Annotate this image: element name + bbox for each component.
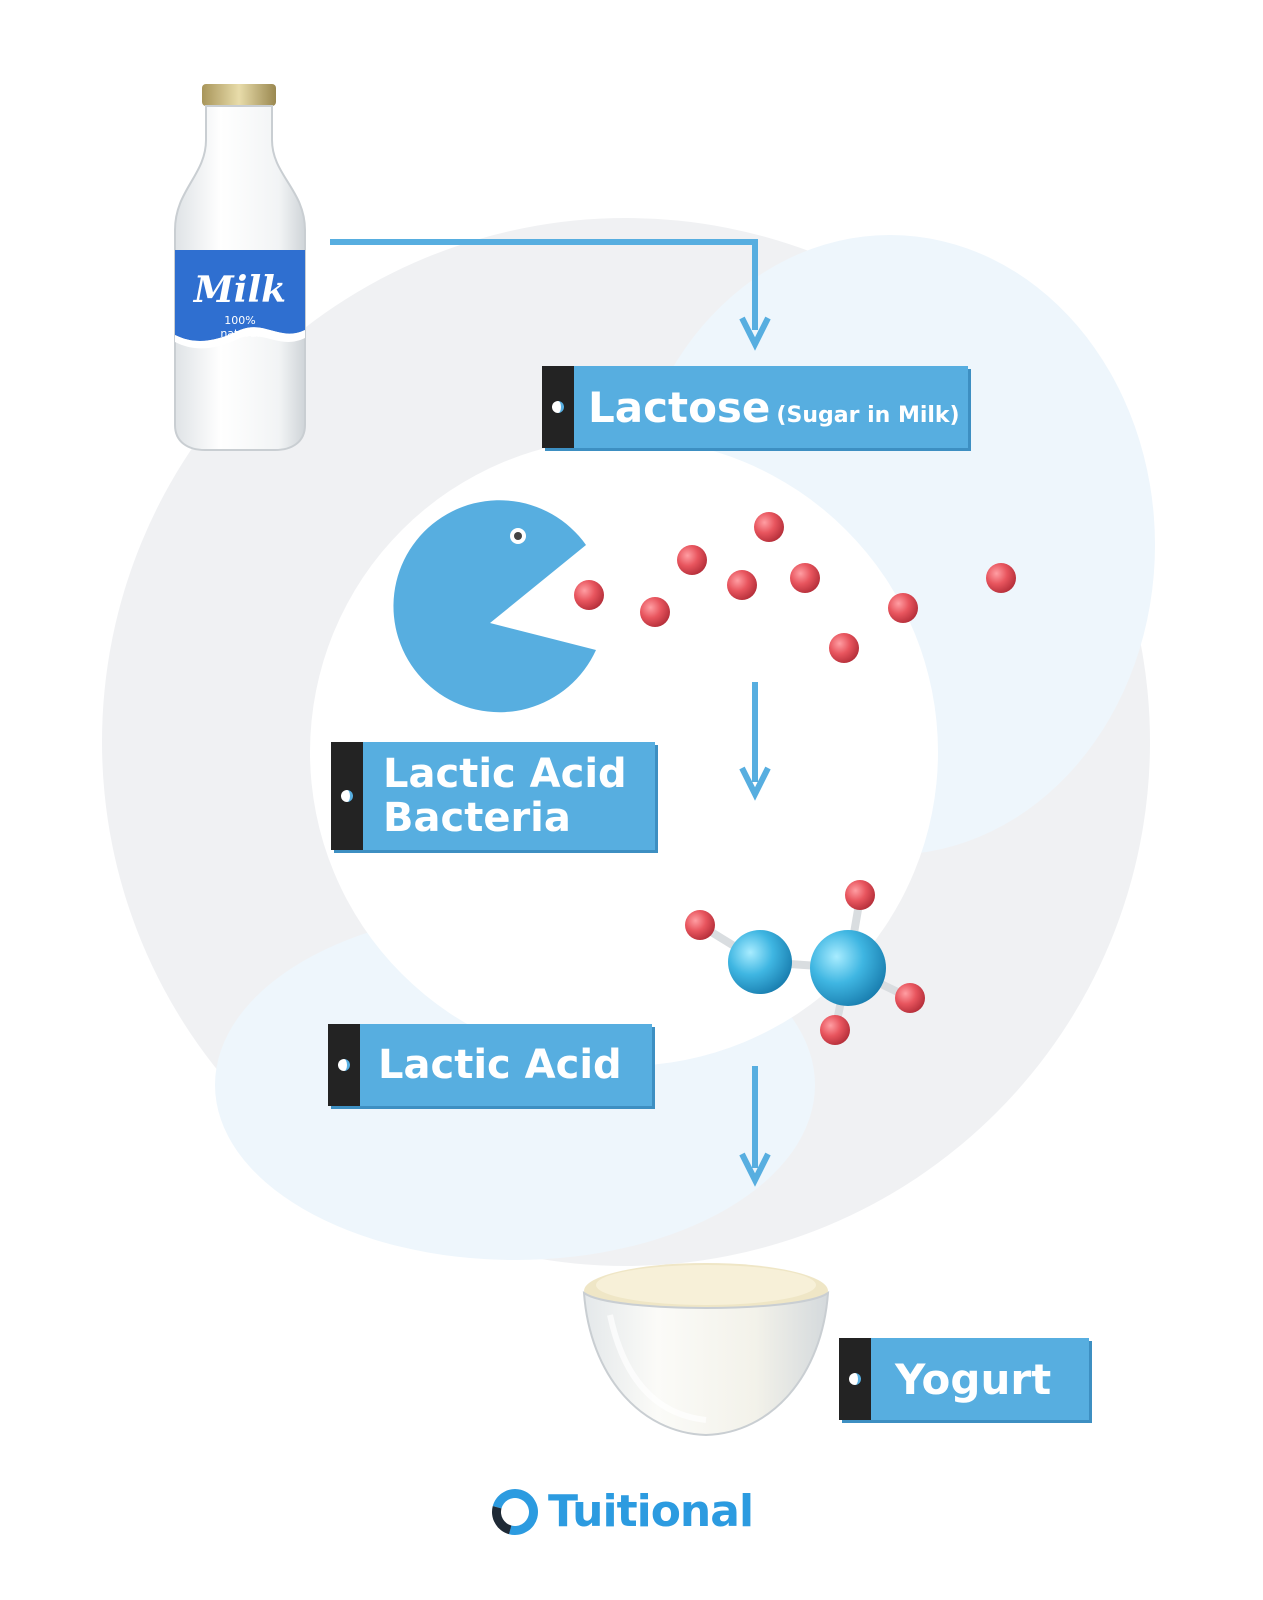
arrow-head [739,316,771,351]
label-dot-icon [552,401,564,413]
bottle-subtitle-line2: natural [220,327,259,340]
brand-name: Tuitional [548,1486,754,1537]
label-tab [542,366,574,448]
milk-bottle-image: Milk 100% natural [174,84,306,451]
lactose-sublabel-text: (Sugar in Milk) [776,402,960,428]
yogurt-label: Yogurt [839,1338,1089,1420]
label-tab [839,1338,871,1420]
label-tab [331,742,363,850]
yogurt-label-text: Yogurt [895,1354,1052,1404]
bacteria-label: Lactic Acid Bacteria [331,742,655,850]
label-dot-icon [338,1059,350,1071]
arrow-head [739,1152,771,1187]
lactic-acid-molecule-icon [685,880,925,1045]
molecule-ball [677,545,707,575]
molecule-ball [574,580,604,610]
molecule-ball [888,593,918,623]
lactose-label: Lactose(Sugar in Milk) [542,366,968,448]
arrow-milk-to-lactose [330,239,758,330]
label-dot-icon [341,790,353,802]
label-tab [328,1024,360,1106]
label-dot-icon [849,1373,861,1385]
lactic-acid-label: Lactic Acid [328,1024,652,1106]
bacteria-pacman-icon [393,500,596,713]
bottle-subtitle-line1: 100% [224,314,255,327]
lactose-label-text: Lactose [588,382,771,432]
molecule-ball [986,563,1016,593]
bottle-brand-text: Milk [192,269,286,311]
yogurt-bowl-image [582,1263,830,1437]
molecule-ball [829,633,859,663]
arrow-head [739,766,771,801]
molecule-ball [727,570,757,600]
molecule-ball [790,563,820,593]
molecule-ball [640,597,670,627]
brand-logo: Tuitional [483,1480,754,1543]
molecule-ball [754,512,784,542]
brand-ring-icon [483,1480,547,1543]
bacteria-label-line2: Bacteria [383,795,571,841]
bacteria-label-line1: Lactic Acid [383,751,627,797]
lactic-acid-label-text: Lactic Acid [378,1042,622,1088]
